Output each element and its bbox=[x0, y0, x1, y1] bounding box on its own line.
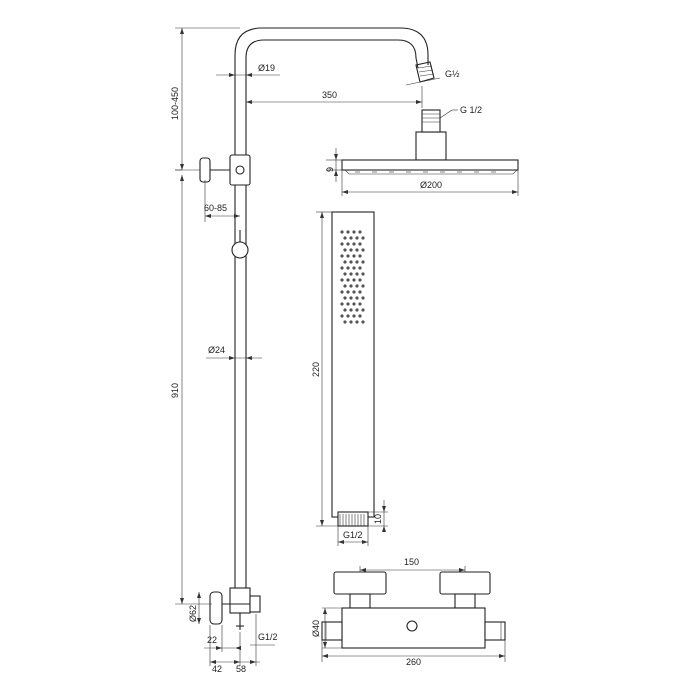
nozzle-dot bbox=[352, 278, 356, 282]
nozzle-dot bbox=[346, 266, 350, 270]
label-offset-42: 42 bbox=[212, 664, 222, 674]
nozzle-dot bbox=[361, 320, 365, 324]
label-riser-height: 910 bbox=[170, 383, 180, 398]
nozzle-dot bbox=[352, 314, 356, 318]
head-shower: G 1/2 9 Ø200 bbox=[325, 105, 519, 196]
label-valve-width: 260 bbox=[406, 657, 421, 667]
label-head-diameter: Ø200 bbox=[420, 180, 442, 190]
label-offset-58: 58 bbox=[236, 664, 246, 674]
nozzle-dot bbox=[340, 314, 344, 318]
nozzle-dot bbox=[340, 266, 344, 270]
nozzle-dot bbox=[343, 320, 347, 324]
label-bottom-connector: G1/2 bbox=[258, 632, 278, 642]
thermostatic-valve: 150 Ø40 260 bbox=[311, 557, 506, 667]
nozzle-dot bbox=[355, 236, 359, 240]
nozzle-dot bbox=[346, 290, 350, 294]
nozzle-dot bbox=[355, 284, 359, 288]
nozzle-dot bbox=[361, 296, 365, 300]
nozzle-dot bbox=[355, 260, 359, 264]
label-offset-22: 22 bbox=[207, 635, 217, 645]
label-connector-top: G½ bbox=[445, 69, 460, 79]
nozzle-dot bbox=[346, 314, 350, 318]
nozzle-dot bbox=[346, 230, 350, 234]
shower-column bbox=[199, 27, 435, 630]
nozzle-dot bbox=[343, 248, 347, 252]
nozzle-dot bbox=[349, 260, 353, 264]
nozzle-dot bbox=[358, 266, 362, 270]
nozzle-dot bbox=[361, 272, 365, 276]
nozzle-dot bbox=[343, 236, 347, 240]
nozzle-dot bbox=[358, 254, 362, 258]
label-handshower-connector: G1/2 bbox=[343, 530, 363, 540]
nozzle-dot bbox=[349, 320, 353, 324]
nozzle-dot bbox=[346, 242, 350, 246]
nozzle-dot bbox=[358, 242, 362, 246]
nozzle-dot bbox=[340, 242, 344, 246]
nozzle-dot bbox=[346, 302, 350, 306]
nozzle-dot bbox=[352, 302, 356, 306]
nozzle-dot bbox=[349, 236, 353, 240]
nozzle-dot bbox=[346, 254, 350, 258]
hand-shower: 220 10 G1/2 bbox=[311, 211, 388, 546]
nozzle-dot bbox=[358, 278, 362, 282]
nozzle-dot bbox=[361, 260, 365, 264]
label-pipe-diameter-top: Ø19 bbox=[258, 63, 275, 73]
label-riser-diameter: Ø24 bbox=[208, 345, 225, 355]
nozzle-dot bbox=[352, 266, 356, 270]
nozzle-dot bbox=[358, 230, 362, 234]
label-valve-knob-spacing: 150 bbox=[404, 557, 419, 567]
nozzle-dot bbox=[340, 254, 344, 258]
nozzle-dot bbox=[355, 248, 359, 252]
nozzle-dot bbox=[343, 284, 347, 288]
label-valve-body-diameter: Ø40 bbox=[311, 620, 321, 637]
nozzle-dot bbox=[361, 236, 365, 240]
nozzle-dot bbox=[340, 278, 344, 282]
label-handshower-length: 220 bbox=[311, 362, 321, 377]
nozzle-dot bbox=[343, 296, 347, 300]
nozzle-dot bbox=[340, 290, 344, 294]
nozzle-dot bbox=[352, 290, 356, 294]
nozzle-dot bbox=[358, 290, 362, 294]
label-holder-adjust: 60-85 bbox=[204, 203, 227, 213]
nozzle-dot bbox=[340, 302, 344, 306]
label-connector-head: G 1/2 bbox=[460, 105, 482, 115]
nozzle-dot bbox=[361, 308, 365, 312]
nozzle-dot bbox=[349, 272, 353, 276]
label-bracket-diameter: Ø62 bbox=[188, 605, 198, 622]
nozzle-dot bbox=[349, 248, 353, 252]
nozzle-dot bbox=[352, 230, 356, 234]
nozzle-dot bbox=[343, 260, 347, 264]
nozzle-dot bbox=[352, 254, 356, 258]
nozzle-dot bbox=[355, 308, 359, 312]
nozzle-dot bbox=[343, 272, 347, 276]
nozzle-dot bbox=[340, 230, 344, 234]
label-height-adjust: 100-450 bbox=[170, 87, 180, 120]
nozzle-dot bbox=[355, 272, 359, 276]
nozzle-dot bbox=[355, 320, 359, 324]
nozzle-dot bbox=[358, 302, 362, 306]
column-dimensions: Ø19 350 G½ 100-450 60-85 Ø24 9 bbox=[170, 27, 460, 674]
nozzle-dot bbox=[361, 284, 365, 288]
nozzle-dot bbox=[349, 284, 353, 288]
nozzle-dot bbox=[361, 248, 365, 252]
hand-shower-nozzles bbox=[340, 230, 365, 324]
nozzle-dot bbox=[349, 296, 353, 300]
nozzle-dot bbox=[349, 308, 353, 312]
label-handshower-thread: 10 bbox=[373, 514, 383, 524]
nozzle-dot bbox=[355, 296, 359, 300]
nozzle-dot bbox=[352, 242, 356, 246]
label-arm-length: 350 bbox=[322, 90, 337, 100]
nozzle-dot bbox=[358, 314, 362, 318]
label-head-thickness: 9 bbox=[325, 167, 335, 172]
nozzle-dot bbox=[346, 278, 350, 282]
nozzle-dot bbox=[343, 308, 347, 312]
